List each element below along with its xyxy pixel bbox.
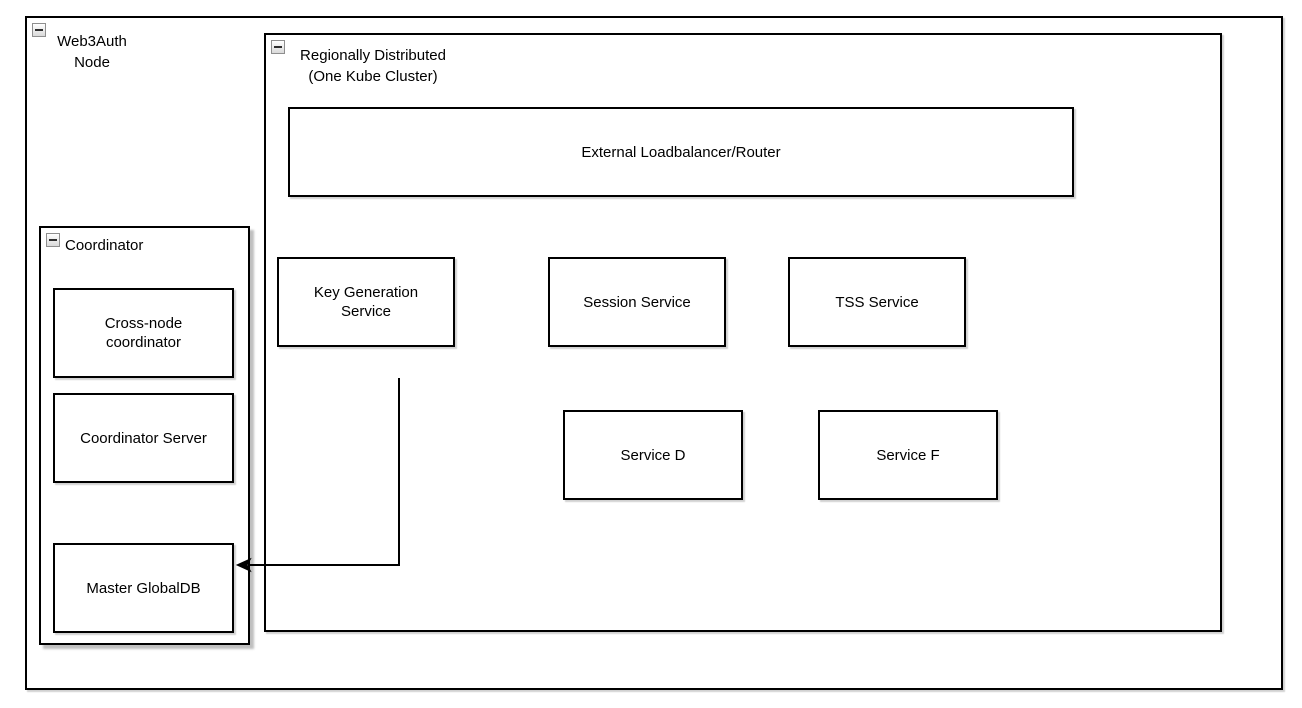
web3auth-node-label: Web3Auth Node (42, 31, 142, 73)
tss-service-label: TSS Service (835, 293, 919, 311)
cross-node-coordinator-label: Cross-node coordinator (104, 315, 183, 351)
master-globaldb-label: Master GlobalDB (86, 579, 201, 597)
web3auth-node-label-line2: Node (74, 54, 110, 71)
region-container: Regionally Distributed (One Kube Cluster… (264, 33, 1222, 632)
web3auth-node-label-line1: Web3Auth (57, 33, 127, 50)
stack-front-box: Session Service (548, 257, 726, 347)
collapse-icon[interactable] (271, 40, 285, 54)
region-label: Regionally Distributed (One Kube Cluster… (283, 45, 463, 87)
stack-session-service: Session Service (548, 257, 760, 379)
stack-front-box: TSS Service (788, 257, 966, 347)
collapse-icon[interactable] (32, 23, 46, 37)
collapse-icon[interactable] (46, 233, 60, 247)
cross-node-coordinator-box: Cross-node coordinator (53, 288, 234, 378)
master-globaldb-box: Master GlobalDB (53, 543, 234, 633)
region-label-line1: Regionally Distributed (300, 47, 446, 64)
stack-tss-service: TSS Service (788, 257, 1000, 379)
stack-front-box: Key Generation Service (277, 257, 455, 347)
service-f-box: Service F (818, 410, 998, 500)
key-generation-service-label: Key Generation Service (313, 284, 419, 320)
coordinator-server-box: Coordinator Server (53, 393, 234, 483)
service-f-label: Service F (876, 446, 940, 464)
loadbalancer-box: External Loadbalancer/Router (288, 107, 1074, 197)
web3auth-node-container: Web3Auth Node Regionally Distributed (On… (25, 16, 1283, 690)
loadbalancer-label: External Loadbalancer/Router (581, 143, 781, 161)
region-label-line2: (One Kube Cluster) (308, 68, 438, 85)
coordinator-container: Coordinator Cross-node coordinator Coord… (39, 226, 250, 645)
coordinator-label: Coordinator (65, 237, 144, 254)
service-d-label: Service D (620, 446, 686, 464)
coordinator-server-label: Coordinator Server (80, 429, 207, 447)
stack-key-generation-service: Key Generation Service (277, 257, 489, 379)
session-service-label: Session Service (583, 293, 691, 311)
service-d-box: Service D (563, 410, 743, 500)
